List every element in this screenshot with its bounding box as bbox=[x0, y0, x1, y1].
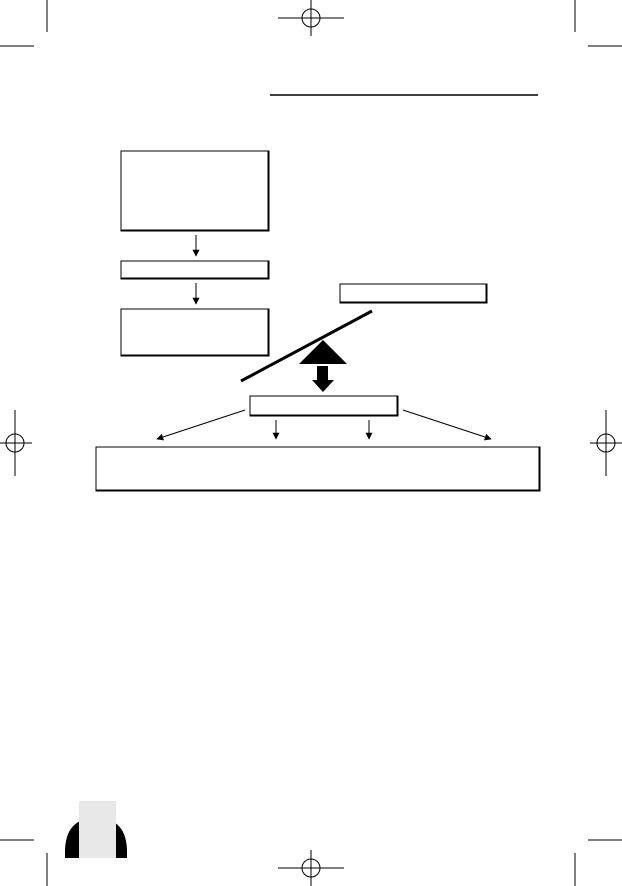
registration-mark-top bbox=[278, 0, 344, 36]
box-center bbox=[249, 395, 399, 417]
box-lower-left bbox=[120, 308, 270, 357]
bidirectional-bold-arrow bbox=[299, 340, 347, 392]
diagonal-divider bbox=[240, 309, 373, 383]
registration-mark-left bbox=[0, 410, 32, 476]
box-right bbox=[339, 283, 488, 304]
box-middle-left-small bbox=[120, 260, 270, 280]
registration-mark-bottom bbox=[278, 850, 344, 886]
page-thumb-tab bbox=[65, 801, 127, 858]
box-top-left-large bbox=[120, 150, 270, 232]
arrow-fan-far-right bbox=[402, 409, 492, 441]
registration-mark-right bbox=[590, 410, 622, 476]
box-bottom-wide bbox=[95, 446, 541, 492]
arrow-fan-far-left bbox=[156, 409, 246, 441]
